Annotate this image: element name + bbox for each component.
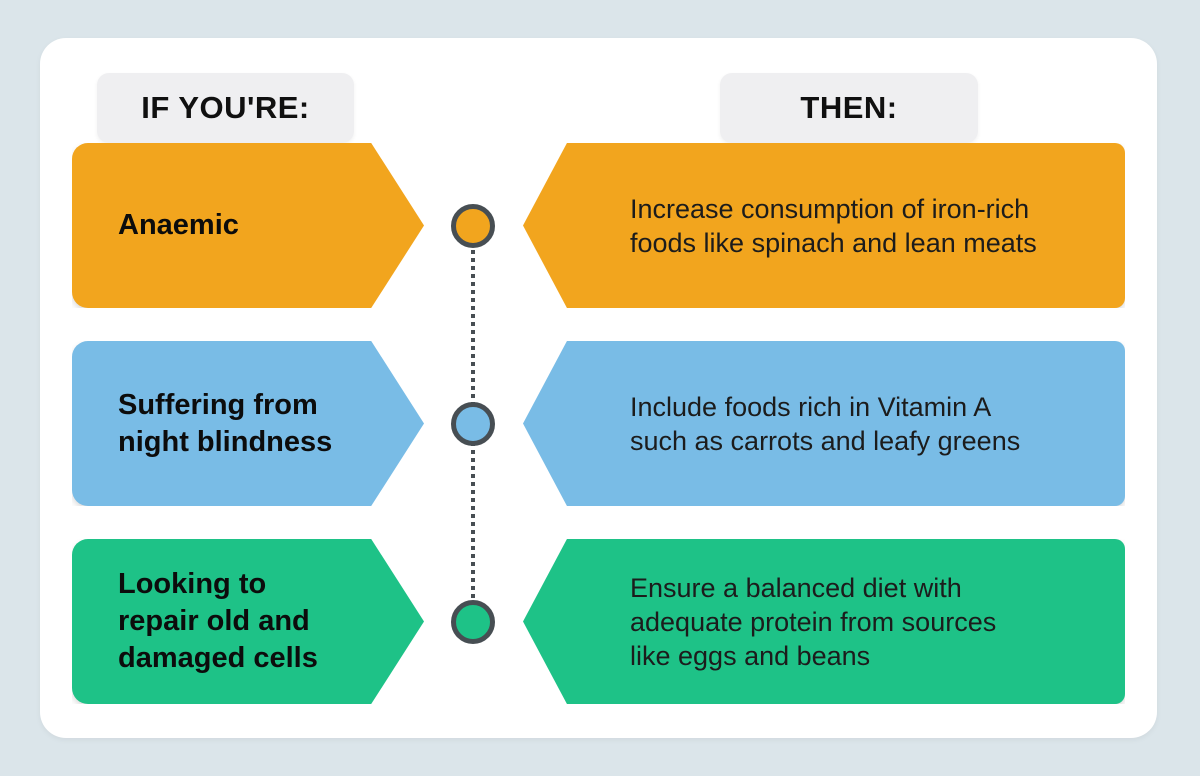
- column-header-if-label: IF YOU'RE:: [141, 90, 310, 125]
- condition-box-anaemic: Anaemic: [72, 143, 424, 308]
- column-header-then: THEN:: [720, 73, 978, 143]
- recommendation-box-anaemic: Increase consumption of iron-rich foods …: [523, 143, 1125, 308]
- condition-label: Anaemic: [118, 209, 239, 241]
- recommendation-box-cell-repair: Ensure a balanced diet with adequate pro…: [523, 539, 1125, 704]
- recommendation-label: Include foods rich in Vitamin A such as …: [630, 391, 1021, 456]
- timeline-node-3: [451, 600, 495, 644]
- recommendation-label: Ensure a balanced diet with adequate pro…: [630, 572, 997, 671]
- column-header-if: IF YOU'RE:: [97, 73, 354, 143]
- condition-label: Looking to repair old and damaged cells: [118, 568, 318, 674]
- condition-label: Suffering from night blindness: [118, 388, 333, 458]
- recommendation-label: Increase consumption of iron-rich foods …: [630, 193, 1037, 258]
- condition-box-night-blindness: Suffering from night blindness: [72, 341, 424, 506]
- timeline-node-1: [451, 204, 495, 248]
- recommendation-box-night-blindness: Include foods rich in Vitamin A such as …: [523, 341, 1125, 506]
- timeline-node-2: [451, 402, 495, 446]
- condition-box-cell-repair: Looking to repair old and damaged cells: [72, 539, 424, 704]
- column-header-then-label: THEN:: [800, 90, 898, 125]
